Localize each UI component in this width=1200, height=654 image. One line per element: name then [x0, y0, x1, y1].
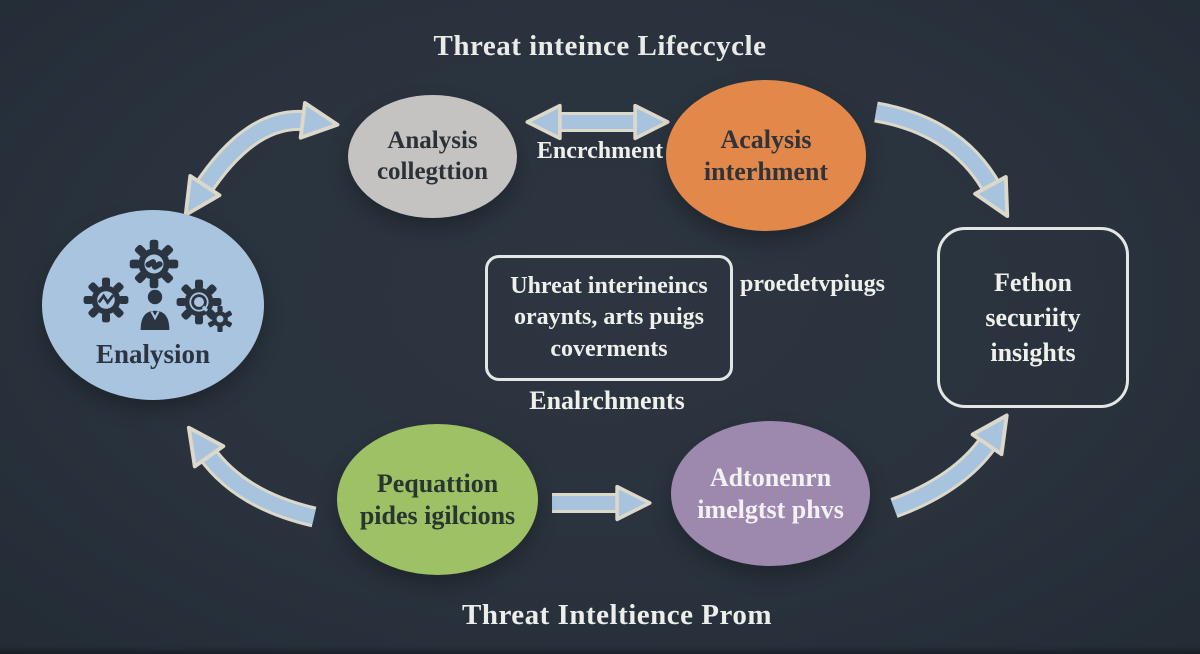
node-label: Enalysion — [95, 339, 211, 369]
node-dissemination: Adtonenrn imelgtst phvs — [671, 421, 870, 566]
gear-handshake-icon — [129, 239, 179, 289]
footer-title: Threat Inteltience Prom — [461, 599, 773, 631]
box-label: Uhreat interineincs oraynts, arts puigs … — [510, 273, 708, 362]
procedures-label: proedetvpiugs — [740, 271, 885, 297]
node-label: Pequattion pides igilcions — [359, 468, 516, 530]
node-analysis-enrichment: Acalysis interhment — [666, 80, 866, 231]
bottom-shade — [0, 646, 1200, 654]
threat-intel-box: Uhreat interineincs oraynts, arts puigs … — [485, 255, 733, 381]
enrichment-label: Encrchment — [536, 138, 664, 164]
gear-search-icon — [176, 279, 222, 325]
node-label: Acalysis interhment — [703, 124, 829, 186]
person-icon — [140, 289, 170, 330]
gear-chart-icon — [83, 277, 129, 323]
arrow-analysis-collection — [183, 101, 340, 217]
small-gear-icon — [207, 306, 233, 332]
node-label: Analysis collegttion — [376, 127, 489, 185]
node-requirements: Pequattion pides igilcions — [337, 424, 538, 575]
security-insights-box: Fethon securiity insights — [937, 227, 1129, 408]
enalrchments-label: Enalrchments — [529, 386, 685, 415]
node-analysis-circle: Enalysion — [42, 210, 264, 400]
node-label: Adtonenrn imelgtst phvs — [697, 462, 844, 524]
arrow-purple-to-insights — [890, 413, 1009, 518]
arrow-orange-to-insights — [874, 101, 1010, 219]
arrow-green-to-circle — [186, 425, 317, 528]
box-label: Fethon securiity insights — [985, 267, 1081, 368]
node-analysis-collection: Analysis collegttion — [348, 95, 517, 218]
diagram-title: Threat inteince Lifeccycle — [433, 30, 767, 62]
